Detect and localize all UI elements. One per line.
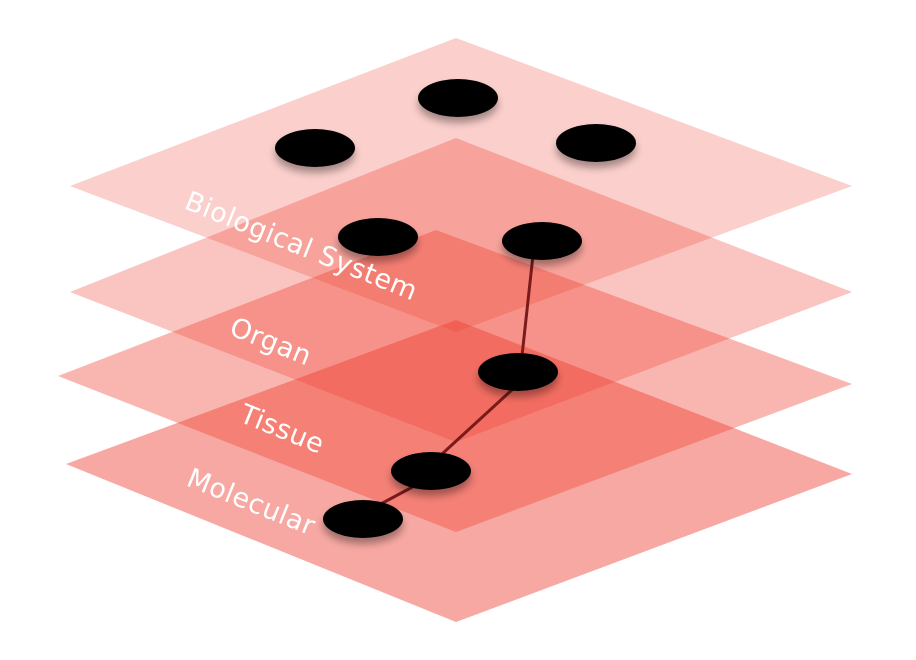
plane-biological-system [70,38,852,332]
node [418,79,498,117]
node [323,500,403,538]
node [275,129,355,167]
nodes [275,79,636,538]
link-organ-to-tissue [428,386,516,467]
node [478,353,558,391]
plane-organ [70,138,852,442]
plane-tissue [58,230,852,532]
planes [58,38,852,622]
node [502,222,582,260]
node [556,124,636,162]
link-system-to-organ [519,253,535,367]
node [338,218,418,256]
node [391,452,471,490]
